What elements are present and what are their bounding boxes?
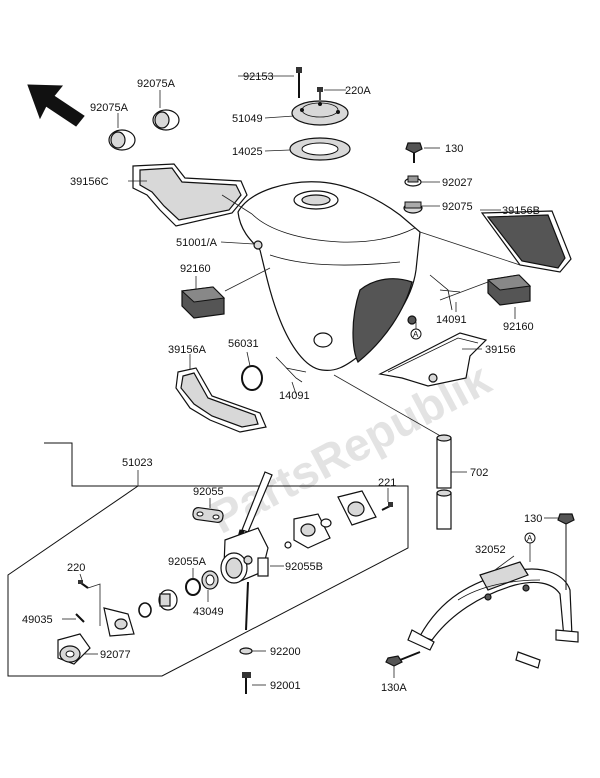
tube-14091-right (429, 274, 461, 311)
oring-92055b (284, 541, 292, 549)
label-39156: 39156 (485, 344, 516, 356)
label-221: 221 (378, 477, 396, 489)
bolt-130-top (405, 142, 423, 163)
reference-a-lower: A (524, 532, 536, 562)
pad-39156a (175, 367, 267, 433)
pad-92160-left (180, 286, 226, 319)
part-labels: 92075A 92075A 92153 220A 51049 14025 130… (22, 71, 542, 694)
screw-220 (78, 580, 89, 589)
label-92077: 92077 (100, 649, 131, 661)
filter-43049 (201, 570, 219, 590)
label-220: 220 (67, 562, 85, 574)
screw-221 (381, 502, 393, 511)
knob-92077 (57, 633, 91, 665)
label-92055: 92055 (193, 486, 224, 498)
label-220a: 220A (345, 85, 371, 97)
label-49035: 49035 (22, 614, 53, 626)
washer-92027 (404, 175, 422, 187)
label-51023: 51023 (122, 457, 153, 469)
label-130-mid: 130 (524, 513, 542, 525)
label-43049: 43049 (193, 606, 224, 618)
hose-702 (436, 434, 452, 530)
pad-39156b (480, 210, 572, 273)
label-14025: 14025 (232, 146, 263, 158)
diaphragm-plate (337, 490, 377, 526)
gasket-92055 (192, 507, 224, 523)
gasket-14025 (289, 137, 351, 161)
bracket-39156 (378, 332, 488, 387)
label-92160-left: 92160 (180, 263, 211, 275)
label-130-top: 130 (445, 143, 463, 155)
fuel-cock-body (220, 527, 269, 631)
svg-text:A: A (527, 534, 533, 543)
fuel-cock-knob (158, 589, 178, 611)
label-56031: 56031 (228, 338, 259, 350)
oring-small (138, 602, 152, 618)
lever-plate (103, 607, 135, 637)
bolt-92001 (242, 672, 251, 694)
screw-92153 (296, 67, 302, 98)
oring-92055a (185, 578, 201, 596)
damper-92075a-right (152, 109, 180, 131)
label-92075a-right: 92075A (137, 78, 176, 90)
fuel-cock-assembly-box (7, 442, 409, 677)
label-92075: 92075 (442, 201, 473, 213)
label-39156b: 39156B (502, 205, 540, 217)
label-92001: 92001 (270, 680, 301, 692)
clamp-56031 (241, 365, 263, 391)
washer-92200 (239, 647, 253, 655)
label-92160-right: 92160 (503, 321, 534, 333)
label-92055a: 92055A (168, 556, 207, 568)
label-92075a-left: 92075A (90, 102, 129, 114)
label-51049: 51049 (232, 113, 263, 125)
label-14091-left: 14091 (279, 390, 310, 402)
diaphragm-cover (293, 513, 332, 549)
screw-220a (317, 87, 323, 100)
front-direction-arrow (27, 84, 85, 127)
label-92153: 92153 (243, 71, 274, 83)
pad-39156c (132, 163, 248, 227)
damper-92075a-left (108, 129, 136, 151)
bracket-32052 (407, 561, 579, 669)
pin-49035 (75, 613, 85, 623)
label-51001a: 51001/A (176, 237, 218, 249)
label-14091-right: 14091 (436, 314, 467, 326)
svg-text:A: A (413, 330, 419, 339)
label-92027: 92027 (442, 177, 473, 189)
reference-a-upper: A (410, 322, 422, 340)
label-130a: 130A (381, 682, 407, 694)
label-92200: 92200 (270, 646, 301, 658)
bolt-130-mid (557, 513, 575, 590)
damper-92075 (403, 201, 423, 214)
label-32052: 32052 (475, 544, 506, 556)
label-39156a: 39156A (168, 344, 207, 356)
fuel-cap-51049 (291, 100, 349, 126)
fuel-tank-51001a (237, 181, 421, 372)
pad-92160-right (486, 274, 532, 306)
label-39156c: 39156C (70, 176, 109, 188)
bolt-130a (385, 651, 421, 667)
tube-14091-left (275, 356, 307, 383)
label-702: 702 (470, 467, 488, 479)
label-92055b: 92055B (285, 561, 323, 573)
